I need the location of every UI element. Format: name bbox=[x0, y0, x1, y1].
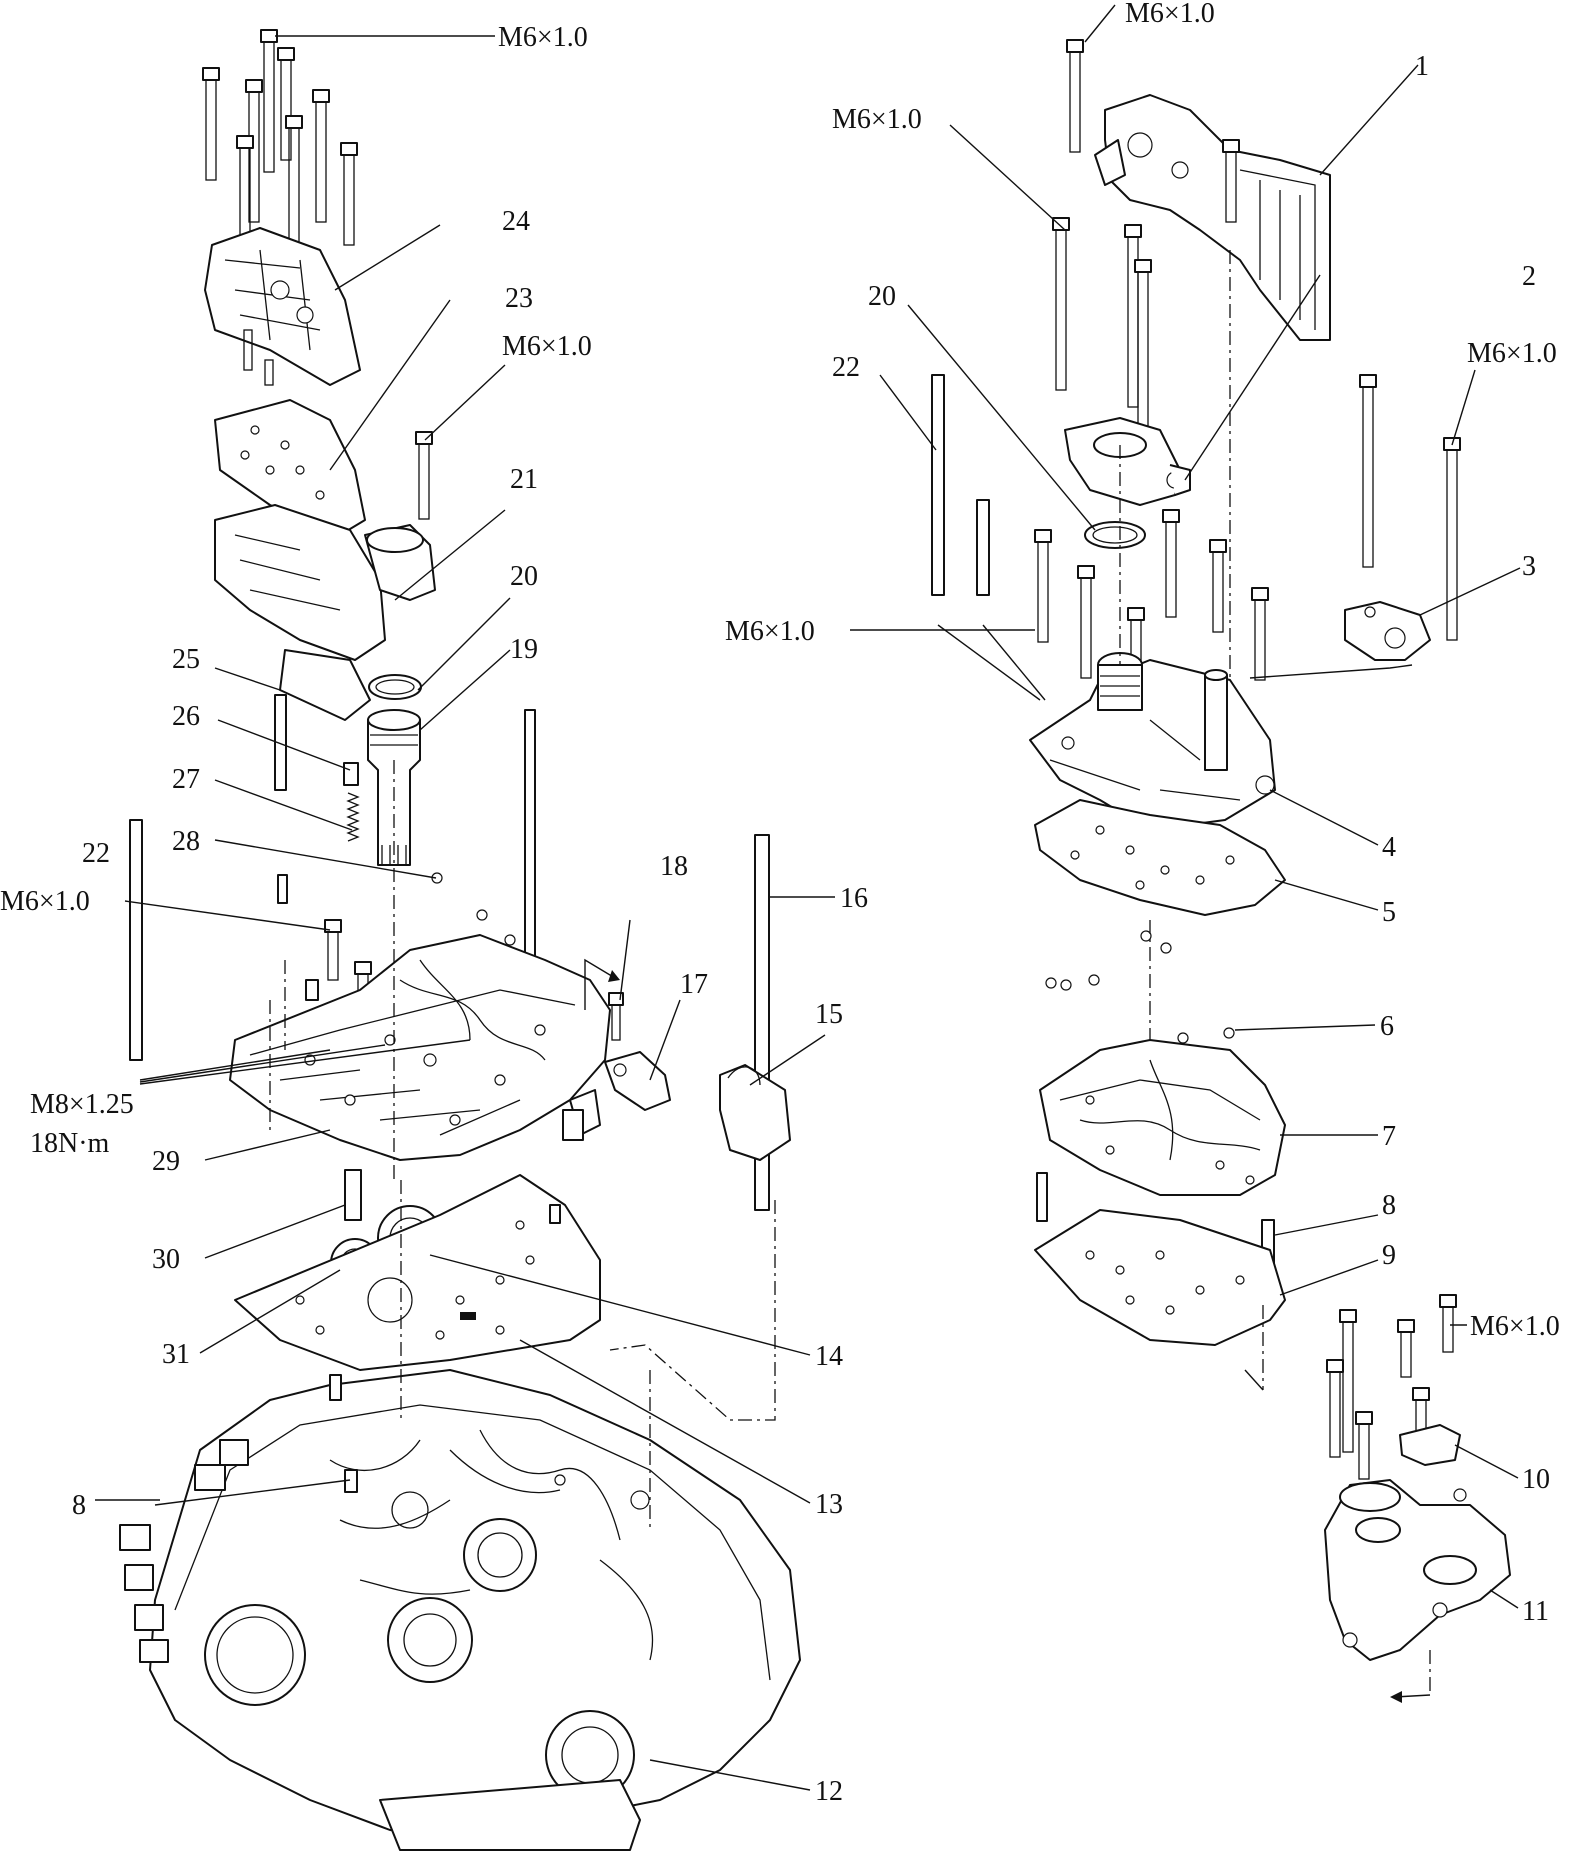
callout-5: 5 bbox=[1382, 897, 1396, 928]
bolt-spec-right-top: M6×1.0 bbox=[1467, 338, 1557, 369]
part-22-long-pin-left bbox=[129, 819, 143, 1061]
callout-1: 1 bbox=[1415, 51, 1429, 82]
callout-3: 3 bbox=[1522, 551, 1536, 582]
bolt-spec-top-left: M6×1.0 bbox=[498, 22, 588, 53]
bolt-cluster-top-left bbox=[202, 29, 358, 259]
bolt-part-2 bbox=[1052, 217, 1152, 443]
callout-labels: 1 2 3 4 5 6 7 8 8 9 10 11 12 13 14 15 16… bbox=[72, 51, 1550, 1807]
bolt-spec-left-upper: M6×1.0 bbox=[502, 331, 592, 362]
part-7-lower-valve-body bbox=[1039, 1039, 1286, 1196]
bolt-part-23 bbox=[415, 431, 433, 520]
callout-23: 23 bbox=[505, 283, 533, 314]
callout-17: 17 bbox=[680, 969, 708, 1000]
callout-27: 27 bbox=[172, 764, 200, 795]
callout-20-right: 20 bbox=[868, 281, 896, 312]
part-11-solenoid-housing bbox=[1324, 1479, 1511, 1661]
torque-spec-thread: M8×1.25 bbox=[30, 1089, 134, 1120]
bolt-spec-right-upper: M6×1.0 bbox=[832, 104, 922, 135]
callout-8-left: 8 bbox=[72, 1490, 86, 1521]
callout-20-left: 20 bbox=[510, 561, 538, 592]
part-23-separator-plate bbox=[214, 399, 366, 536]
part-26-plug bbox=[343, 762, 359, 786]
bolt-spec-right-mid: M6×1.0 bbox=[725, 616, 815, 647]
callout-16: 16 bbox=[840, 883, 868, 914]
part-24-upper-valve-body bbox=[204, 227, 361, 386]
part-20-o-ring-left bbox=[368, 674, 422, 700]
torque-spec-value: 18N·m bbox=[30, 1128, 110, 1159]
part-6-check-balls bbox=[1045, 930, 1235, 1044]
callout-31: 31 bbox=[162, 1339, 190, 1370]
callout-11: 11 bbox=[1522, 1596, 1549, 1627]
long-rod-center bbox=[524, 709, 536, 991]
callout-22-right: 22 bbox=[832, 352, 860, 383]
part-21-valve-housing bbox=[214, 504, 436, 721]
bolt-part-10 bbox=[1326, 1294, 1457, 1480]
callout-22-left: 22 bbox=[82, 838, 110, 869]
callout-26: 26 bbox=[172, 701, 200, 732]
direction-arrows bbox=[584, 958, 1431, 1703]
callout-25: 25 bbox=[172, 644, 200, 675]
part-12-transmission-case bbox=[119, 1369, 801, 1851]
part-15-detent-spring bbox=[719, 1064, 791, 1161]
callout-4: 4 bbox=[1382, 832, 1396, 863]
callout-12: 12 bbox=[815, 1776, 843, 1807]
callout-18: 18 bbox=[660, 851, 688, 882]
alignment-center-lines bbox=[269, 250, 1431, 1695]
callout-2: 2 bbox=[1522, 261, 1536, 292]
callout-28: 28 bbox=[172, 826, 200, 857]
callout-29: 29 bbox=[152, 1146, 180, 1177]
callout-21: 21 bbox=[510, 464, 538, 495]
part-5-separator-plate bbox=[1034, 799, 1286, 916]
bolt-spec-top-right: M6×1.0 bbox=[1125, 0, 1215, 29]
part-3-small-bracket bbox=[1344, 601, 1431, 661]
callout-9: 9 bbox=[1382, 1240, 1396, 1271]
part-18-bolt bbox=[608, 992, 624, 1041]
callout-7: 7 bbox=[1382, 1121, 1396, 1152]
bolt-spec-right-lower: M6×1.0 bbox=[1470, 1311, 1560, 1342]
part-10-small-bracket bbox=[1399, 1424, 1461, 1466]
bolt-part-1 bbox=[1066, 39, 1240, 223]
part-13-separator-plate bbox=[234, 1174, 601, 1371]
callout-10: 10 bbox=[1522, 1464, 1550, 1495]
callout-8-right: 8 bbox=[1382, 1190, 1396, 1221]
part-9-separator-plate-lower bbox=[1034, 1209, 1286, 1346]
callout-19: 19 bbox=[510, 634, 538, 665]
callout-13: 13 bbox=[815, 1489, 843, 1520]
callout-30: 30 bbox=[152, 1244, 180, 1275]
part-22-pins-right bbox=[931, 374, 990, 596]
part-1-upper-bracket bbox=[1094, 94, 1331, 341]
part-4-upper-valve-body bbox=[1029, 652, 1276, 831]
part-29-main-valve-body bbox=[229, 934, 611, 1161]
callout-14: 14 bbox=[815, 1341, 843, 1372]
part-20-o-ring-right bbox=[1084, 521, 1146, 549]
bolt-spec-left-mid: M6×1.0 bbox=[0, 886, 90, 917]
callout-24: 24 bbox=[502, 206, 530, 237]
callout-6: 6 bbox=[1380, 1011, 1394, 1042]
part-30-pin bbox=[344, 1169, 362, 1221]
bolt-spec-labels: M6×1.0 M6×1.0 M6×1.0 M6×1.0 M6×1.0 M6×1.… bbox=[0, 0, 1560, 1342]
leader-lines bbox=[95, 4, 1521, 1791]
part-2-cap-housing bbox=[1064, 417, 1191, 506]
part-25-pin bbox=[274, 694, 287, 791]
part-17-bracket bbox=[604, 1051, 671, 1111]
part-27-spring bbox=[346, 792, 360, 842]
callout-15: 15 bbox=[815, 999, 843, 1030]
